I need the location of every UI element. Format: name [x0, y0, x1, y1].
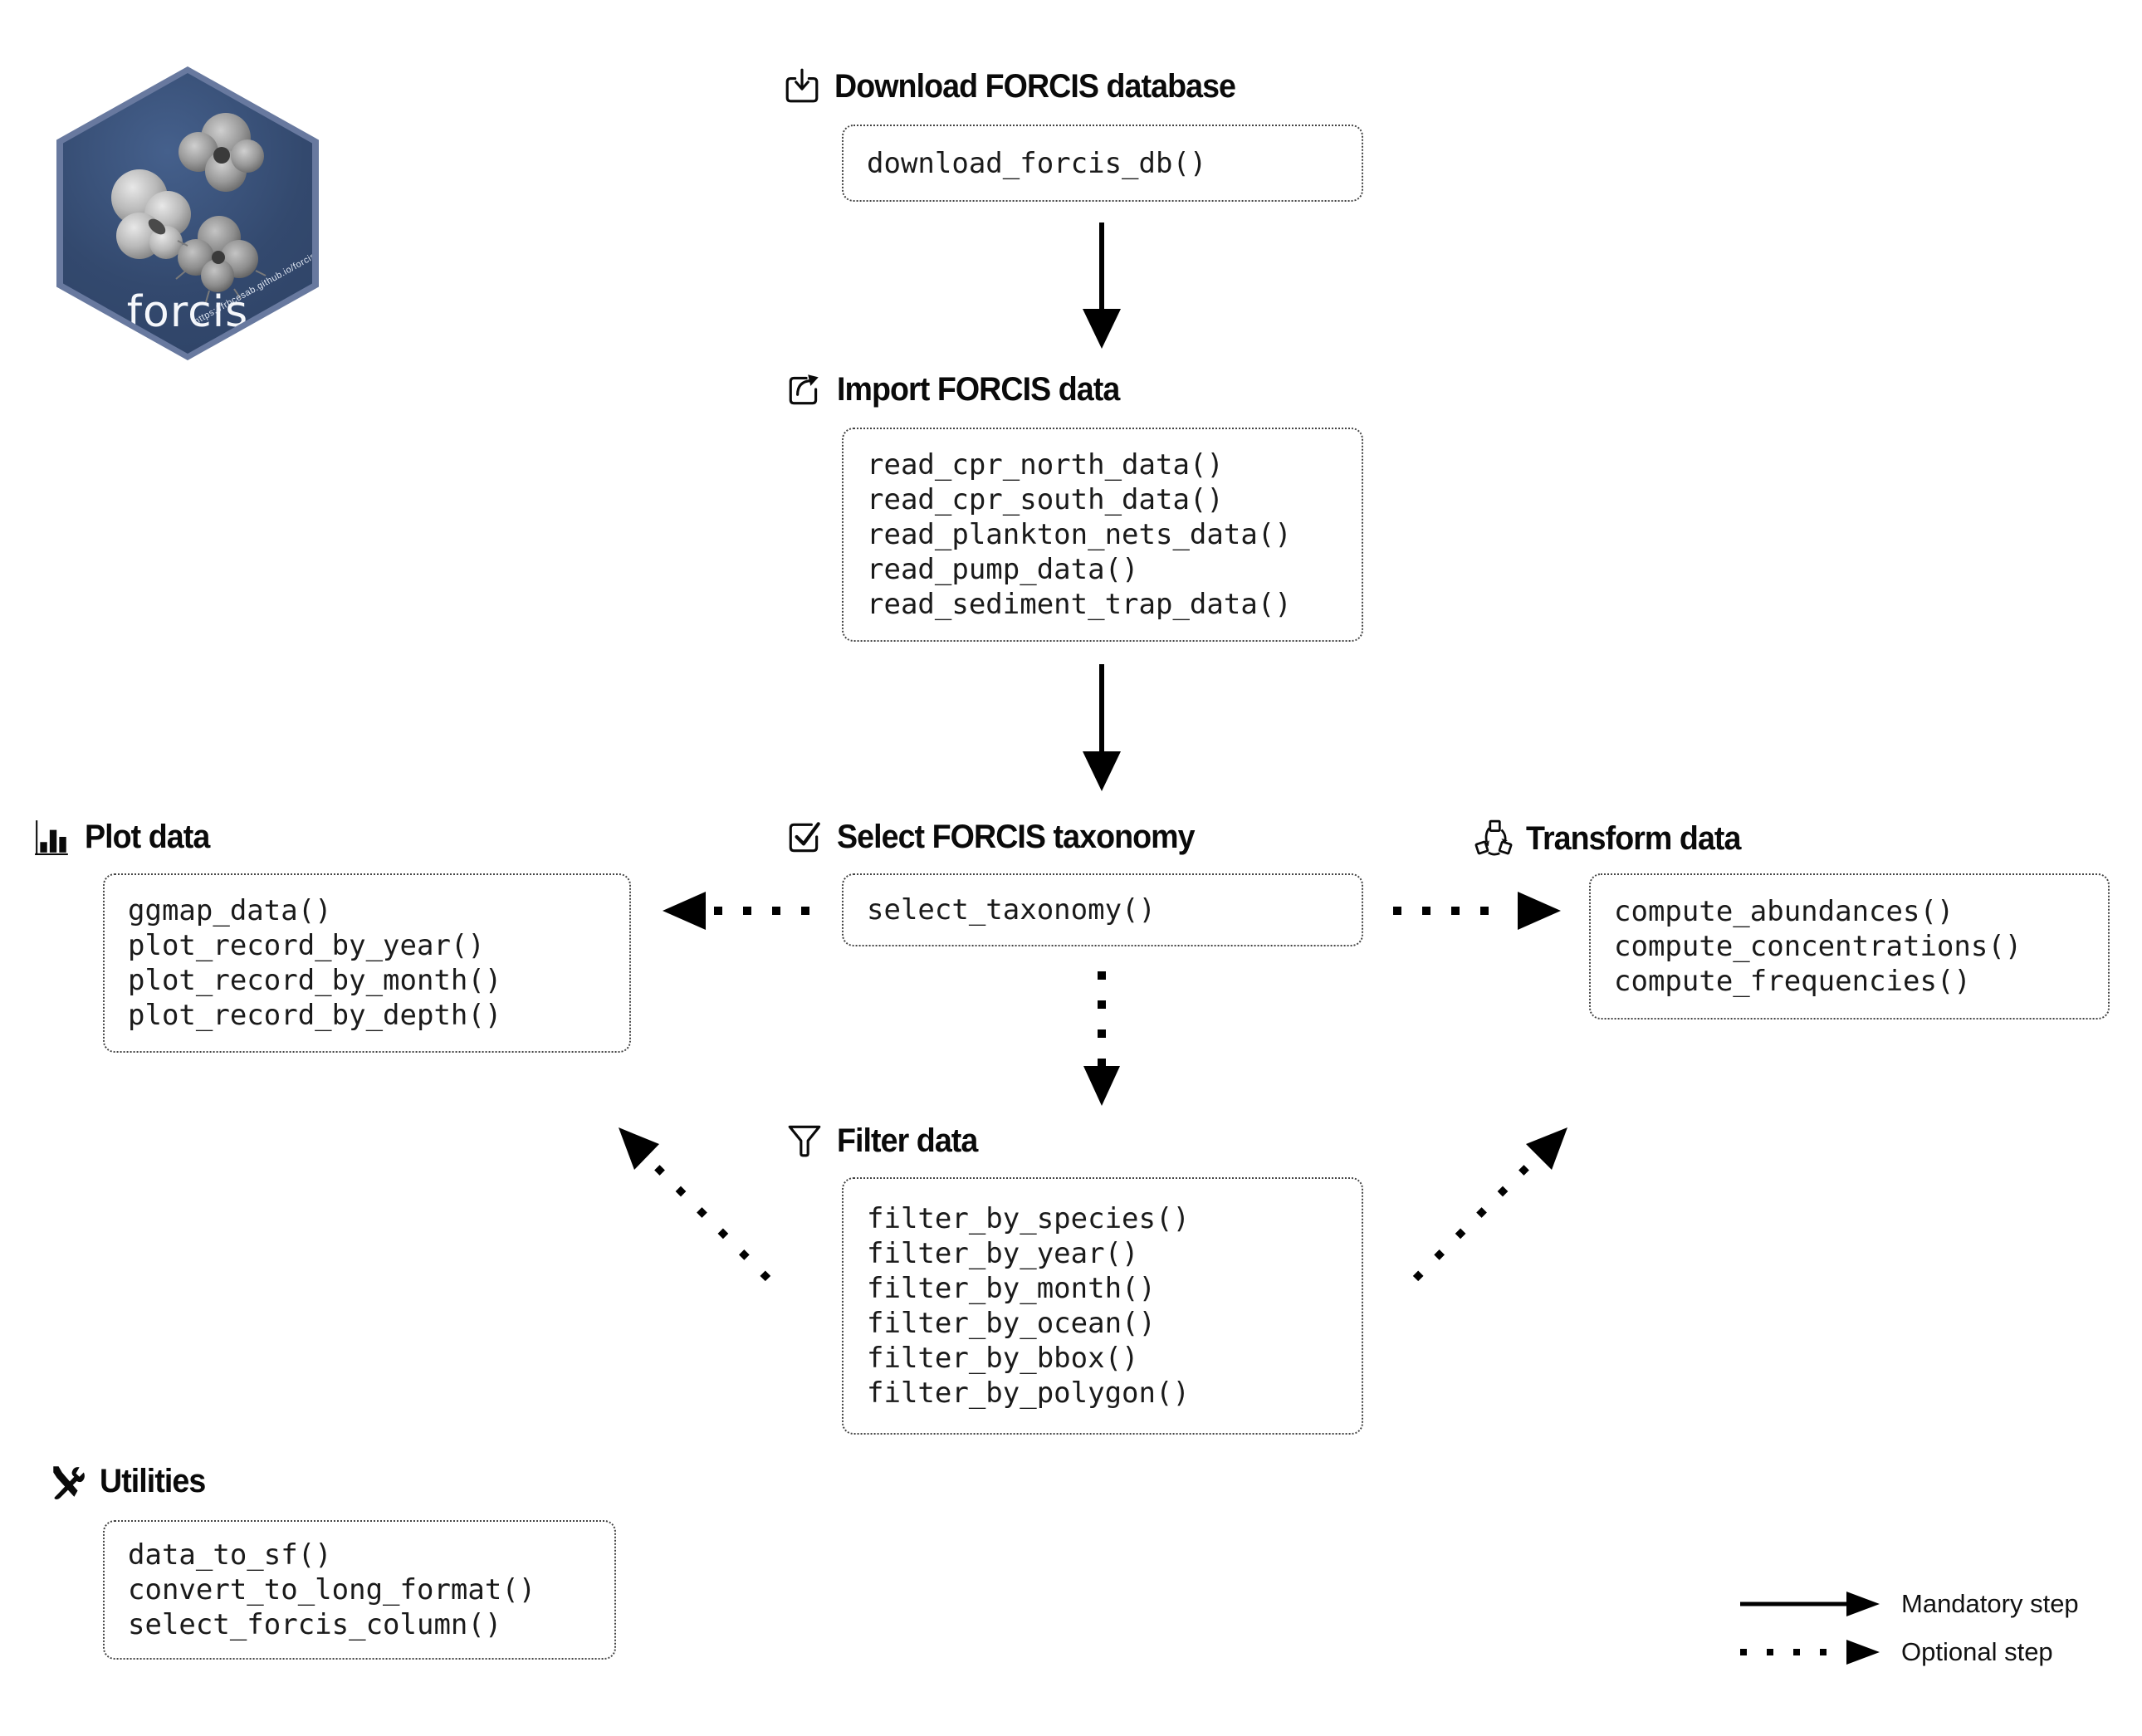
function-item: plot_record_by_depth(): [128, 999, 502, 1032]
select-functions-box: select_taxonomy(): [842, 873, 1363, 946]
section-title: Utilities: [100, 1462, 206, 1499]
foraminifera-image: [111, 113, 267, 303]
section-title: Download FORCIS database: [834, 67, 1236, 105]
transform-functions-box: compute_abundances() compute_concentrati…: [1589, 873, 2110, 1020]
download-icon: [783, 67, 821, 105]
function-item: compute_abundances(): [1614, 895, 1954, 928]
function-item: read_plankton_nets_data(): [867, 518, 1292, 551]
section-title: Filter data: [837, 1122, 978, 1159]
arrow-select-to-filter: [1083, 971, 1120, 1106]
function-item: filter_by_bbox(): [867, 1342, 1139, 1375]
function-item: read_cpr_north_data(): [867, 448, 1224, 482]
export-arrow-icon: [785, 370, 824, 408]
function-item: plot_record_by_year(): [128, 929, 485, 962]
function-item: read_sediment_trap_data(): [867, 588, 1292, 621]
function-item: select_taxonomy(): [867, 893, 1156, 927]
section-heading-import: Import FORCIS data: [785, 368, 1137, 411]
tools-icon: [48, 1462, 86, 1500]
function-item: read_cpr_south_data(): [867, 483, 1224, 516]
bar-chart-icon: [33, 818, 71, 856]
utilities-functions-box: data_to_sf() convert_to_long_format() se…: [103, 1520, 616, 1660]
mandatory-arrow-sample: [1740, 1592, 1880, 1616]
foram-top-right: [178, 113, 264, 192]
foram-left: [111, 169, 191, 259]
legend-optional-label: Optional step: [1901, 1637, 2053, 1666]
function-item: plot_record_by_month(): [128, 964, 502, 997]
section-heading-download: Download FORCIS database: [783, 65, 1261, 108]
section-title: Select FORCIS taxonomy: [837, 818, 1196, 855]
function-item: read_pump_data(): [867, 553, 1139, 586]
function-item: ggmap_data(): [128, 894, 332, 927]
download-functions-box: download_forcis_db(): [842, 125, 1363, 202]
section-heading-select: Select FORCIS taxonomy: [785, 815, 1217, 858]
arrow-download-to-import: [1083, 223, 1121, 349]
section-heading-utilities: Utilities: [48, 1460, 212, 1503]
import-functions-box: read_cpr_north_data() read_cpr_south_dat…: [842, 428, 1363, 642]
section-heading-transform: Transform data: [1474, 817, 1754, 860]
function-item: compute_frequencies(): [1614, 965, 1971, 998]
section-title: Plot data: [85, 818, 210, 855]
section-title: Transform data: [1526, 819, 1741, 857]
recycle-cycle-icon: [1474, 819, 1513, 858]
function-item: convert_to_long_format(): [128, 1573, 536, 1606]
legend-optional-row: Optional step: [1737, 1632, 2079, 1672]
logo-hexagon-fill: forcis https://frbcesab.github.io/forcis: [63, 73, 312, 354]
section-heading-filter: Filter data: [785, 1119, 986, 1162]
arrow-select-to-transform: [1393, 892, 1561, 930]
optional-arrow-sample: [1740, 1640, 1880, 1665]
function-item: filter_by_species(): [867, 1202, 1190, 1235]
arrow-select-to-plot: [663, 892, 809, 930]
function-item: filter_by_month(): [867, 1272, 1156, 1305]
plot-functions-box: ggmap_data() plot_record_by_year() plot_…: [103, 873, 631, 1053]
funnel-icon: [785, 1122, 824, 1160]
arrow-filter-to-plot: [619, 1127, 771, 1282]
section-title: Import FORCIS data: [837, 370, 1120, 408]
function-item: data_to_sf(): [128, 1538, 332, 1572]
arrow-import-to-select: [1083, 664, 1121, 791]
function-item: filter_by_polygon(): [867, 1377, 1190, 1410]
logo-label: forcis: [126, 287, 249, 337]
checkbox-icon: [785, 818, 824, 856]
function-item: select_forcis_column(): [128, 1608, 502, 1641]
foram-bottom-right: [175, 216, 267, 303]
section-heading-plot: Plot data: [33, 815, 218, 858]
arrow-filter-to-transform: [1412, 1127, 1567, 1282]
function-item: compute_concentrations(): [1614, 930, 2022, 963]
filter-functions-box: filter_by_species() filter_by_year() fil…: [842, 1177, 1363, 1435]
function-item: download_forcis_db(): [867, 146, 1207, 180]
legend: Mandatory step Optional step: [1737, 1584, 2079, 1672]
function-item: filter_by_ocean(): [867, 1307, 1156, 1340]
legend-mandatory-label: Mandatory step: [1901, 1589, 2079, 1618]
legend-mandatory-row: Mandatory step: [1737, 1584, 2079, 1624]
function-item: filter_by_year(): [867, 1237, 1139, 1270]
package-logo-hexagon: forcis https://frbcesab.github.io/forcis: [56, 66, 319, 360]
